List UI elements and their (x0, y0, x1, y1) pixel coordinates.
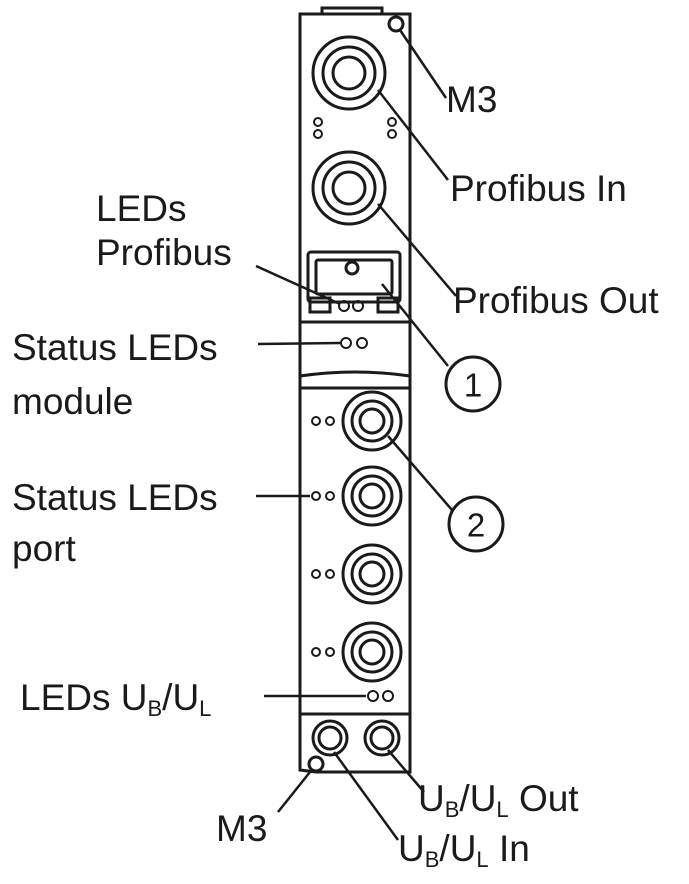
out-suffix: Out (518, 778, 579, 819)
u-letter: U (418, 778, 445, 819)
leader-power-out (387, 749, 425, 793)
label-leds-profibus-line1: LEDs (96, 188, 187, 229)
housing-rib-2 (299, 370, 411, 390)
leader-profibus-in (377, 89, 449, 181)
sub-l: L (199, 696, 212, 721)
sub-b-in: B (424, 847, 440, 872)
module-status-leds (340, 337, 368, 349)
module-housing (298, 12, 412, 774)
housing-top-notch (320, 6, 384, 14)
leader-m3-top (398, 29, 448, 99)
port-connector-4 (341, 621, 403, 683)
port-connector-2 (341, 465, 403, 527)
label-leds-ub-ul-prefix: LEDs U (20, 677, 148, 718)
sub-b: B (147, 696, 163, 721)
slash-u: /U (162, 677, 200, 718)
label-ub-ul-out: UB/UL Out (418, 778, 579, 821)
leader-power-in (332, 751, 400, 841)
profibus-out-connector (311, 150, 387, 226)
connector-screws-top (313, 117, 397, 139)
label-leds-ub-ul: LEDs UB/UL (20, 677, 211, 720)
label-m3-top: M3 (446, 79, 498, 120)
callout-2: 2 (447, 495, 505, 553)
port-connector-3 (341, 543, 403, 605)
address-window (306, 250, 402, 314)
slash-u-in: /U (439, 828, 477, 869)
label-profibus-out: Profibus Out (453, 280, 659, 321)
power-in-connector (311, 719, 349, 757)
label-status-leds-port-line1: Status LEDs (12, 477, 218, 518)
leader-callout-1 (381, 283, 449, 367)
u-letter-in: U (398, 828, 425, 869)
power-leds (367, 690, 394, 702)
sub-b-out: B (444, 797, 460, 822)
label-profibus-in: Profibus In (450, 168, 627, 209)
leader-status-leds-module (257, 341, 341, 346)
label-leds-profibus-line2: Profibus (96, 232, 232, 273)
callout-2-number: 2 (467, 507, 485, 544)
label-ub-ul-in: UB/UL In (398, 828, 530, 871)
in-suffix: In (498, 828, 530, 869)
callout-1-number: 1 (464, 367, 482, 404)
leader-leds-profibus (255, 264, 341, 306)
power-out-connector (363, 719, 401, 757)
callout-1: 1 (444, 355, 502, 413)
leader-profibus-out (377, 203, 457, 297)
label-status-leds-module-line2: module (12, 381, 134, 422)
mounting-hole-bottom (307, 755, 325, 773)
mounting-hole-top (387, 15, 405, 33)
label-status-leds-port-line2: port (12, 528, 76, 569)
slash-u-out: /U (459, 778, 497, 819)
profibus-leds (338, 300, 364, 312)
label-m3-bottom: M3 (216, 808, 268, 849)
leader-callout-2 (387, 435, 453, 511)
label-status-leds-module-line1: Status LEDs (12, 327, 218, 368)
port-status-leds (311, 416, 335, 657)
profibus-in-connector (311, 35, 387, 111)
port-connector-1 (341, 390, 403, 452)
leader-m3-bottom (277, 771, 311, 813)
sub-l-in: L (476, 847, 489, 872)
sub-l-out: L (496, 797, 509, 822)
